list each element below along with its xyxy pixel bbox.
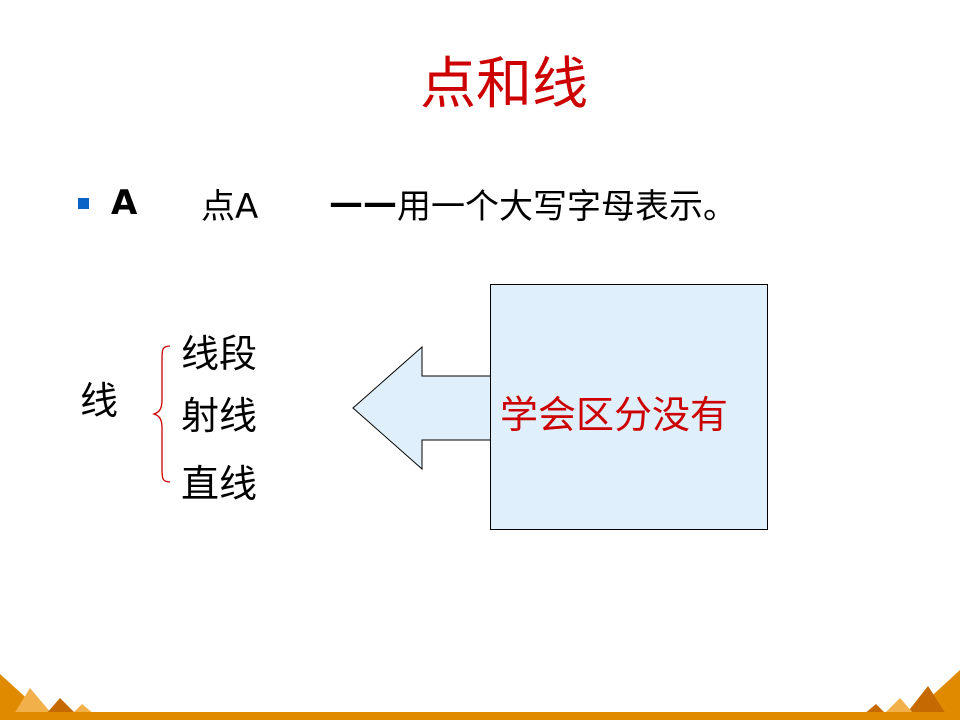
square-bullet-icon — [78, 197, 89, 209]
callout-text: 学会区分没有 — [500, 393, 729, 437]
curly-brace-icon — [151, 345, 171, 483]
bullet-row: A 点A —— 用一个大写字母表示。 — [78, 178, 737, 228]
slide-title: 点和线 — [420, 52, 588, 117]
point-description: 用一个大写字母表示。 — [397, 186, 737, 227]
point-letter: A — [111, 183, 138, 223]
left-arrow-icon — [352, 346, 501, 470]
line-category-label: 线 — [80, 379, 119, 423]
corner-decoration-right-icon — [864, 670, 960, 714]
line-type-straight: 直线 — [181, 462, 258, 506]
bottom-accent-bar — [0, 712, 960, 720]
line-type-ray: 射线 — [181, 394, 258, 438]
em-dash: —— — [329, 183, 397, 223]
corner-decoration-left-icon — [0, 674, 94, 714]
line-type-segment: 线段 — [181, 332, 258, 376]
point-label: 点A — [201, 186, 259, 227]
callout-box — [490, 284, 768, 530]
